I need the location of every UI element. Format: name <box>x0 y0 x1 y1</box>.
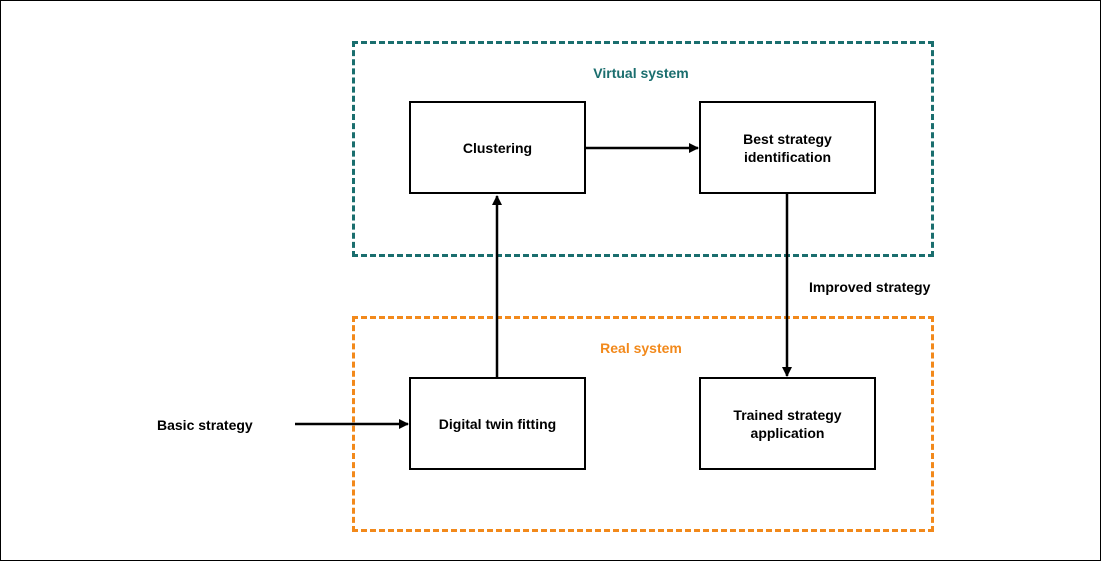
real-system-label: Real system <box>600 340 682 356</box>
virtual-system-group <box>352 41 934 257</box>
best-strategy-node: Best strategy identification <box>699 101 876 194</box>
clustering-node-label: Clustering <box>462 139 533 156</box>
trained-strategy-node: Trained strategy application <box>699 377 876 470</box>
clustering-node: Clustering <box>409 101 586 194</box>
best-strategy-node-label: Best strategy identification <box>743 130 832 165</box>
basic-strategy-label: Basic strategy <box>157 417 253 433</box>
virtual-system-label: Virtual system <box>593 65 689 81</box>
digital-twin-node-label: Digital twin fitting <box>438 415 557 432</box>
trained-strategy-node-label: Trained strategy application <box>733 406 842 441</box>
improved-strategy-label: Improved strategy <box>809 279 931 295</box>
digital-twin-node: Digital twin fitting <box>409 377 586 470</box>
